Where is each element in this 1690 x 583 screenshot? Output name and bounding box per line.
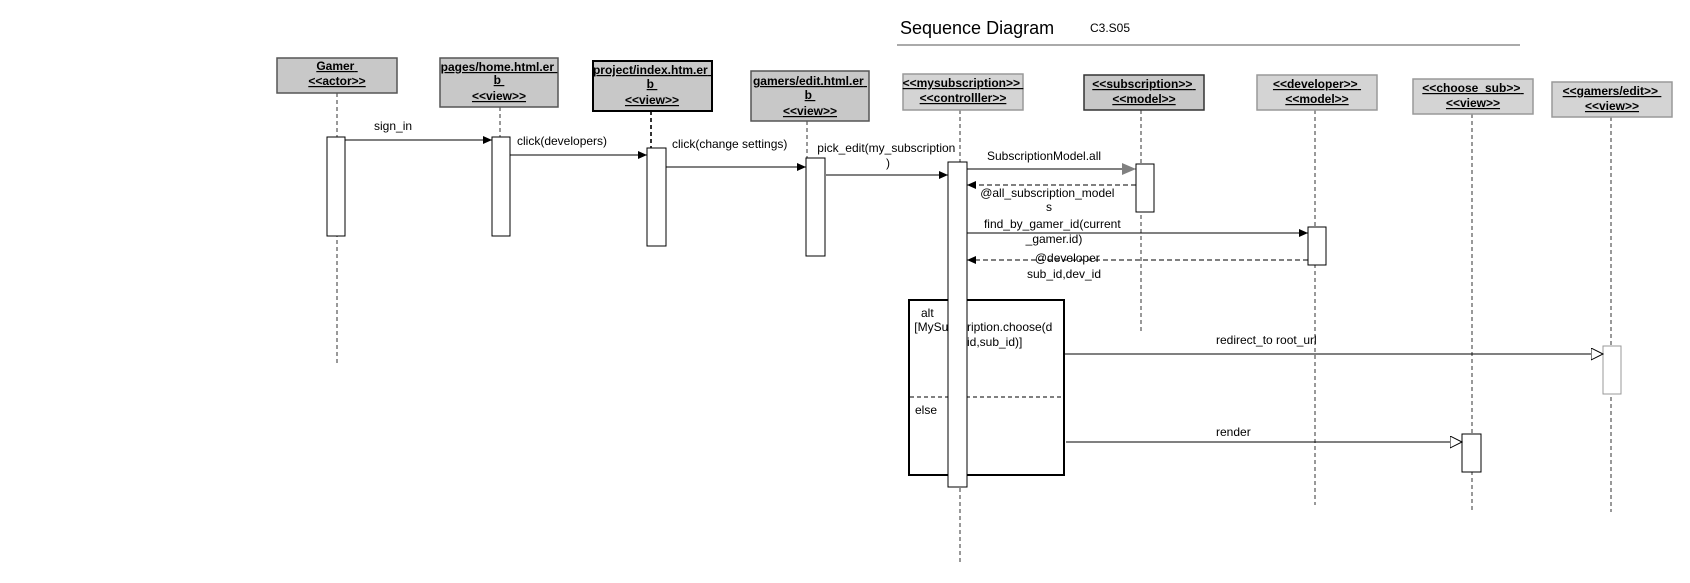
lifeline-header-developer: [1256, 74, 1378, 111]
activation-gamers-edit-view: [1602, 345, 1622, 395]
lifeline-label-line: <<model>>: [1285, 92, 1348, 106]
lifeline-label-gamers-edit: gamers/edit.html.er b <<view>>: [753, 74, 867, 118]
message-label-line: ): [886, 156, 890, 170]
lifeline-label-line: <<subscription>>: [1092, 77, 1192, 91]
alt-operator-label: alt: [921, 306, 934, 320]
activation-gamer: [326, 136, 346, 237]
lifeline-header-choose-sub: [1412, 78, 1534, 115]
lifeline-label-line: <<developer>>: [1273, 77, 1358, 91]
activation-subscription: [1135, 163, 1155, 213]
message-label-developer: @developer sub_id,dev_id: [1027, 251, 1103, 281]
alt-fragment: alt [MySubscription.choose(d ev_id,sub_i…: [908, 299, 1065, 476]
lifeline-label-choose-sub: <<choose_sub>> <<view>>: [1422, 81, 1523, 110]
message-label-click-developers: click(developers): [517, 134, 607, 148]
lifeline-label-mysub: <<mysubscription>> <<controlller>>: [903, 76, 1024, 105]
alt-fragment-frame: [908, 299, 1065, 476]
lifeline-label-home: pages/home.html.er b <<view>>: [441, 60, 558, 103]
activation-developer: [1307, 226, 1327, 266]
lifeline-label-line: b: [647, 77, 654, 91]
message-label-all-subscription-models: @all_subscription_model s: [980, 186, 1118, 214]
message-label-line: pick_edit(my_subscription: [817, 141, 955, 155]
lifeline-label-line: pages/home.html.er: [441, 60, 555, 74]
lifeline-header-gamers-edit: [750, 70, 870, 122]
lifeline-label-line: <<controlller>>: [920, 91, 1007, 105]
activation-gamers-edit: [805, 157, 826, 257]
message-label-sign-in: sign_in: [374, 119, 412, 133]
lifeline-label-line: <<choose_sub>>: [1422, 81, 1520, 95]
activation-mysub: [947, 161, 968, 488]
diagram-code: C3.S05: [1090, 21, 1130, 35]
alt-else-label: else: [915, 403, 937, 417]
lifeline-label-project: project/index.htm.er b <<view>>: [593, 63, 711, 107]
message-label-line: sub_id,dev_id: [1027, 267, 1101, 281]
message-label-line: _gamer.id): [1025, 232, 1083, 246]
lifeline-label-line: <<view>>: [472, 89, 526, 103]
lifeline-header-mysub: [902, 73, 1024, 111]
message-label-redirect-to-root-url: redirect_to root_url: [1216, 333, 1317, 347]
lifeline-label-line: <<view>>: [625, 93, 679, 107]
lifeline-label-line: <<view>>: [783, 104, 837, 118]
lifeline-header-home: [439, 57, 559, 108]
lifeline-headers: Gamer <<actor>> pages/home.html.er b <<v…: [276, 57, 1673, 122]
message-label-line: s: [1046, 200, 1052, 214]
lifeline-header-project: [592, 60, 713, 112]
lifeline-label-gamer: Gamer <<actor>>: [308, 59, 365, 88]
alt-guard-line: [MySubscription.choose(d: [914, 320, 1052, 334]
lifeline-label-subscription: <<subscription>> <<model>>: [1092, 77, 1195, 106]
diagram-title: Sequence Diagram: [900, 18, 1054, 38]
lifeline-header-subscription: [1083, 74, 1205, 111]
message-label-line: find_by_gamer_id(current: [984, 217, 1121, 231]
lifeline-label-line: gamers/edit.html.er: [753, 74, 864, 88]
lifeline-label-line: <<gamers/edit>>: [1563, 84, 1658, 98]
lifeline-label-line: <<view>>: [1446, 96, 1500, 110]
messages: sign_in click(developers) click(change s…: [345, 119, 1603, 442]
lifeline-label-gamers-edit-view: <<gamers/edit>> <<view>>: [1563, 84, 1662, 113]
lifeline-label-line: b: [805, 88, 812, 102]
message-label-pick-edit: pick_edit(my_subscription ): [817, 141, 958, 170]
lifeline-label-line: <<actor>>: [308, 74, 365, 88]
message-label-click-change-settings: click(change settings): [672, 137, 787, 151]
message-label-line: @all_subscription_model: [980, 186, 1114, 200]
message-label-subscription-model-all: SubscriptionModel.all: [987, 149, 1101, 163]
lifeline-header-gamers-edit-view: [1551, 81, 1673, 118]
lifeline-label-line: b: [494, 73, 501, 87]
lifeline-label-line: Gamer: [316, 59, 354, 73]
activation-bars: [326, 136, 1622, 488]
activation-choose-sub: [1461, 433, 1482, 473]
activation-home: [491, 136, 511, 237]
lifeline-label-developer: <<developer>> <<model>>: [1273, 77, 1361, 106]
message-label-line: @developer: [1035, 251, 1100, 265]
message-label-find-by-gamer-id: find_by_gamer_id(current _gamer.id): [984, 217, 1124, 246]
activation-project: [646, 147, 667, 247]
message-label-render: render: [1216, 425, 1251, 439]
lifeline-label-line: <<view>>: [1585, 99, 1639, 113]
lifeline-label-line: project/index.htm.er: [593, 63, 708, 77]
lifeline-label-line: <<model>>: [1112, 92, 1175, 106]
lifeline-label-line: <<mysubscription>>: [903, 76, 1020, 90]
lifeline-header-gamer: [276, 57, 398, 94]
